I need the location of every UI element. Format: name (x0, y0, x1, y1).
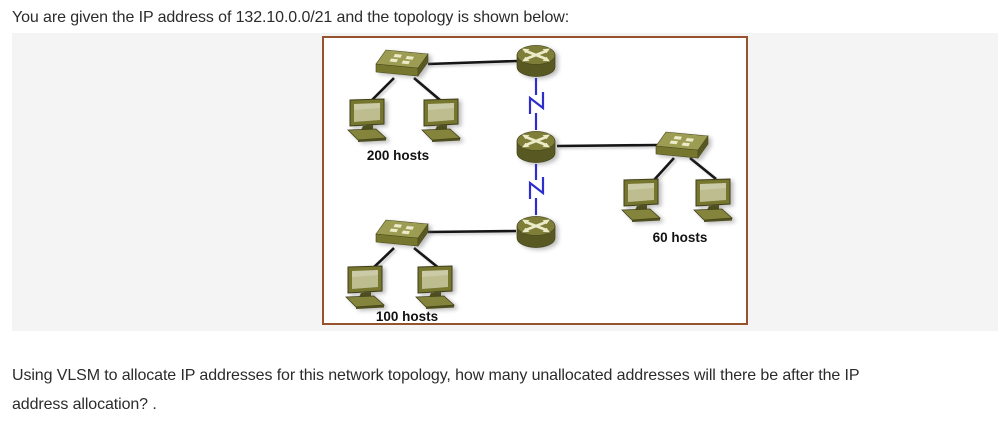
switch-icon-lan200 (375, 49, 429, 77)
pc-icon-lan200-1 (347, 98, 387, 143)
router-icon-2 (515, 130, 557, 164)
router-icon-3 (515, 215, 557, 249)
topology-diagram: 200 hosts 60 hosts 100 hosts (322, 36, 748, 325)
topology-links (371, 59, 717, 271)
switch-icon-lan60 (655, 131, 709, 159)
question-body-line-2: address allocation? . (12, 395, 157, 413)
drop-link-switch100-pc1 (371, 247, 395, 270)
ethernet-link-switch100-router3 (427, 229, 517, 234)
topology-svg: 200 hosts 60 hosts 100 hosts (345, 44, 733, 324)
drop-link-switch100-pc2 (413, 246, 441, 271)
serial-links (528, 78, 545, 215)
drop-link-switch200-pc2 (413, 77, 441, 101)
drop-link-switch200-pc1 (371, 77, 395, 101)
pc-icon-lan60-1 (621, 178, 661, 223)
switch-icon-lan100 (375, 219, 429, 247)
serial-link-router2-router3 (528, 164, 545, 215)
serial-link-router1-router2 (528, 78, 545, 130)
drop-link-switch60-pc2 (689, 156, 717, 181)
pc-icon-lan100-1 (345, 265, 385, 310)
figure-band: 200 hosts 60 hosts 100 hosts (12, 33, 998, 331)
pc-icon-lan60-2 (693, 178, 733, 223)
pc-icon-lan200-2 (421, 98, 461, 143)
label-lan-200-hosts: 200 hosts (367, 148, 429, 163)
router-icon-1 (515, 44, 557, 78)
ethernet-link-switch200-router1 (427, 59, 518, 66)
question-body-line-1: Using VLSM to allocate IP addresses for … (12, 367, 860, 384)
pc-icon-lan100-2 (415, 265, 455, 310)
question-body: Using VLSM to allocate IP addresses for … (12, 362, 998, 419)
label-lan-60-hosts: 60 hosts (653, 230, 708, 245)
drop-link-switch60-pc1 (653, 157, 675, 181)
label-lan-100-hosts: 100 hosts (376, 309, 438, 323)
ethernet-link-router2-switch60 (556, 143, 659, 148)
question-intro: You are given the IP address of 132.10.0… (12, 9, 570, 26)
